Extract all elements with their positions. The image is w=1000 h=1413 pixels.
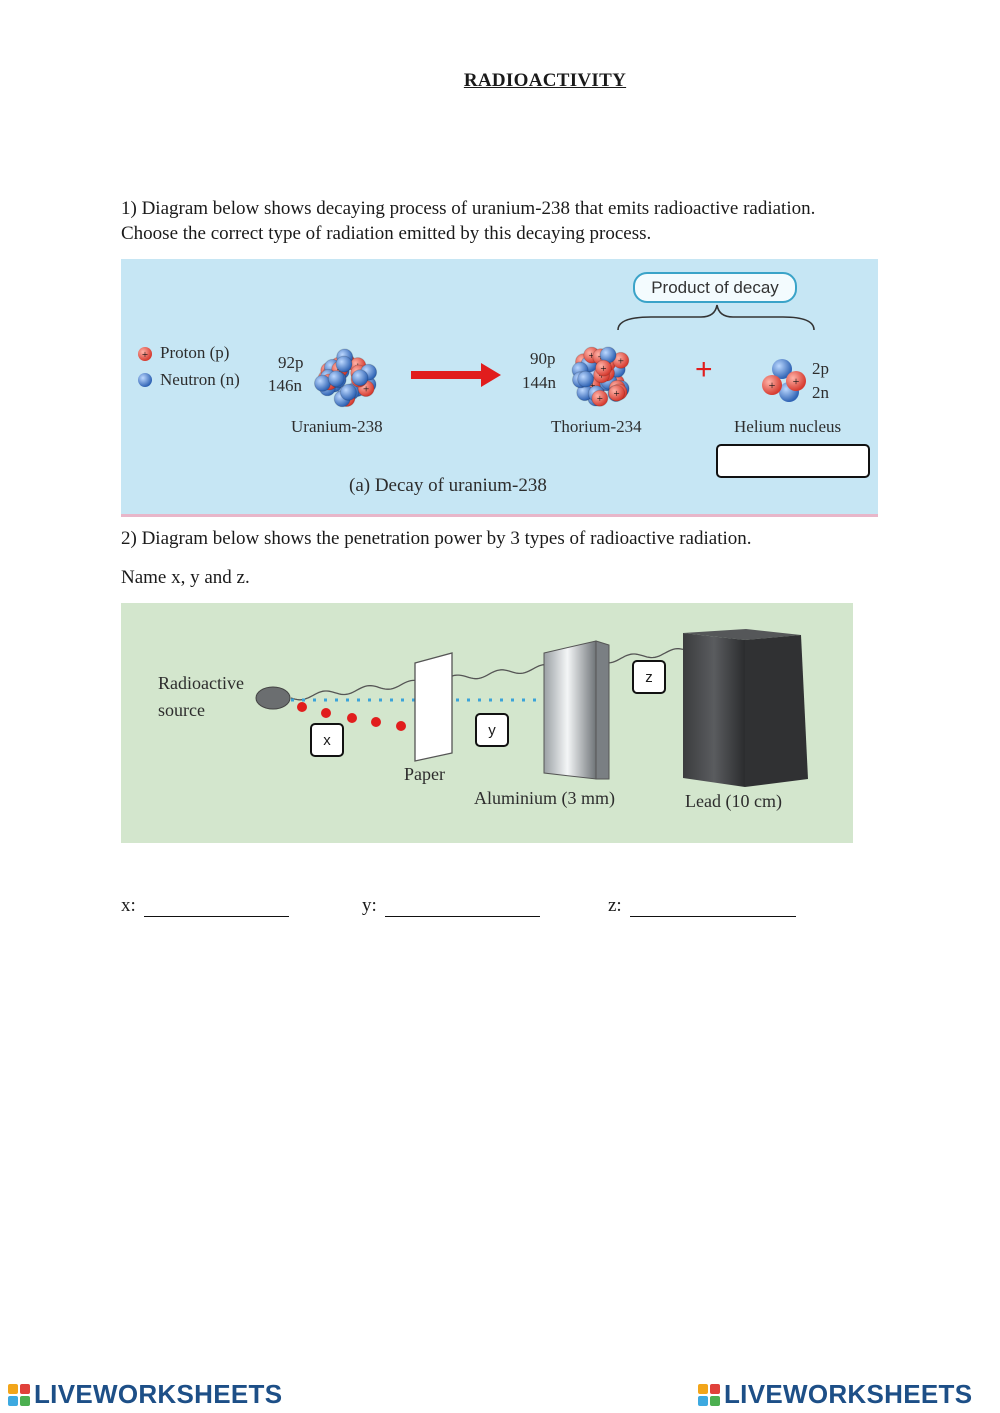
svg-text:+: + (589, 380, 595, 392)
answer-x-input[interactable] (143, 896, 289, 917)
tag-z: z (632, 660, 666, 694)
question-1-line-2: Choose the correct type of radiation emi… (121, 223, 652, 244)
legend-neutron-label: Neutron (n) (160, 370, 240, 389)
liveworksheets-logo-right[interactable]: LIVEWORKSHEETS (698, 1379, 972, 1410)
answer-z-label: z: (608, 895, 622, 916)
decay-arrow-icon (411, 363, 501, 387)
answer-x-label: x: (121, 895, 136, 916)
helium-neutrons: 2n (812, 383, 829, 402)
aluminium-sheet-icon (543, 640, 610, 780)
svg-text:+: + (618, 355, 624, 367)
svg-text:+: + (769, 378, 776, 392)
logo-right-text: LIVEWORKSHEETS (724, 1379, 973, 1409)
decay-diagram-graphics: + +++++++++++++++ +++++++++++++++ + + (138, 304, 815, 408)
answer-z-row: z: (608, 895, 796, 917)
answer-y-row: y: (362, 895, 540, 917)
answer-x-row: x: (121, 895, 289, 917)
tag-y: y (475, 713, 509, 747)
legend-proton-label: Proton (p) (160, 343, 230, 362)
helium-nucleus-icon: + + (762, 359, 806, 402)
product-brace-icon (617, 304, 815, 331)
svg-text:+: + (589, 350, 595, 362)
helium-protons: 2p (812, 359, 829, 378)
svg-text:+: + (597, 393, 603, 405)
thorium-label: Thorium-234 (551, 417, 642, 436)
radioactive-source-icon (255, 686, 291, 710)
penetration-diagram-graphics (255, 629, 808, 787)
answer-y-label: y: (362, 895, 377, 916)
svg-text:+: + (598, 370, 604, 382)
thorium-protons: 90p (530, 349, 556, 368)
neutron-legend-icon (138, 373, 152, 387)
svg-text:+: + (793, 374, 800, 388)
product-of-decay-label: Product of decay (633, 272, 797, 303)
aluminium-label: Aluminium (3 mm) (474, 788, 615, 808)
uranium-neutrons: 146n (268, 376, 302, 395)
proton-legend-icon: + (138, 347, 152, 361)
liveworksheets-icon (698, 1383, 720, 1406)
answer-z-input[interactable] (629, 896, 796, 917)
answer-y-input[interactable] (384, 896, 540, 917)
paper-sheet-icon (414, 652, 453, 762)
question-1-line-1: 1) Diagram below shows decaying process … (121, 198, 816, 219)
radiation-answer-input[interactable] (716, 444, 870, 478)
question-2-line-1: 2) Diagram below shows the penetration p… (121, 528, 752, 549)
tag-x: x (310, 723, 344, 757)
source-label-line-1: Radioactive (158, 673, 244, 693)
svg-text:+: + (363, 384, 369, 396)
svg-text:+: + (142, 349, 148, 361)
question-2-line-2: Name x, y and z. (121, 567, 250, 588)
liveworksheets-icon (8, 1383, 30, 1406)
page-title: RADIOACTIVITY (463, 70, 627, 91)
lead-block-icon (683, 629, 808, 787)
thorium-nucleus-icon: +++++++++++++++ (571, 346, 630, 407)
uranium-protons: 92p (278, 353, 304, 372)
helium-label: Helium nucleus (734, 417, 842, 436)
paper-label: Paper (404, 764, 445, 784)
svg-text:+: + (613, 388, 619, 400)
penetration-diagram: Radioactive source Paper Aluminium (3 mm… (121, 603, 853, 843)
source-label-line-2: source (158, 700, 205, 720)
uranium-nucleus-icon: +++++++++++++++ (314, 348, 378, 408)
uranium-label: Uranium-238 (291, 417, 383, 436)
gamma-wave-icon (290, 648, 684, 701)
logo-left-text: LIVEWORKSHEETS (34, 1379, 283, 1409)
plus-sign: + (695, 353, 713, 386)
liveworksheets-logo-left[interactable]: LIVEWORKSHEETS (8, 1379, 282, 1410)
lead-label: Lead (10 cm) (685, 791, 782, 811)
decay-caption: (a) Decay of uranium-238 (349, 475, 547, 496)
thorium-neutrons: 144n (522, 373, 556, 392)
svg-text:+: + (600, 363, 606, 375)
